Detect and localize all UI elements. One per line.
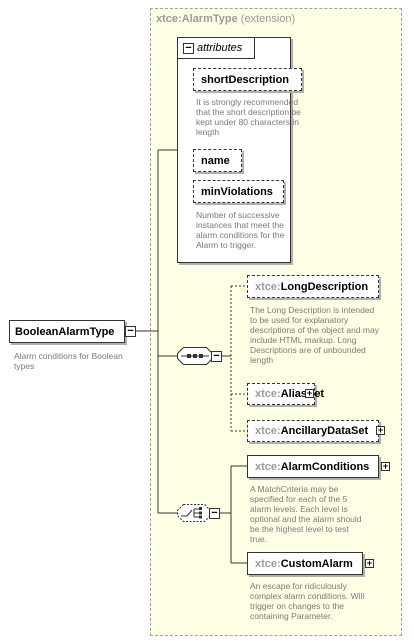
boolean-alarm-type-description: Alarm conditions for Boolean types <box>14 351 123 371</box>
ancillary-data-set-name: AncillaryDataSet <box>280 425 369 437</box>
alarm-type-note: (extension) <box>240 13 296 25</box>
long-description-namespace: xtce: <box>255 280 281 293</box>
ancillary-data-set-expand-icon[interactable]: + <box>376 425 385 435</box>
ancillary-data-set-element[interactable]: xtce:AncillaryDataSet <box>247 420 379 442</box>
custom-alarm-element[interactable]: xtce:CustomAlarm <box>247 552 363 575</box>
alarm-type-namespace: xtce: <box>156 13 182 25</box>
alarm-type-name: AlarmType <box>181 13 238 25</box>
custom-alarm-name: CustomAlarm <box>280 557 353 570</box>
attribute-short-description-text: It is strongly recommended that the shor… <box>196 97 301 137</box>
alias-set-namespace: xtce: <box>255 388 281 400</box>
boolean-alarm-type-element[interactable]: BooleanAlarmType <box>9 320 125 343</box>
root-collapse-icon[interactable]: − <box>125 326 136 337</box>
alarm-type-title: xtce:AlarmType (extension) <box>156 13 295 25</box>
attributes-header: − attributes <box>177 37 255 59</box>
sequence-compositor-icon[interactable] <box>177 347 213 365</box>
attribute-short-description[interactable]: shortDescription <box>193 68 302 91</box>
long-description-name: LongDescription <box>280 280 369 293</box>
alarm-conditions-name: AlarmConditions <box>280 460 370 473</box>
choice-collapse-icon[interactable]: − <box>209 508 220 519</box>
ancillary-data-set-namespace: xtce: <box>255 425 281 437</box>
alias-set-element[interactable]: xtce:AliasSet <box>247 383 324 405</box>
attribute-name-name: name <box>201 154 230 167</box>
attribute-name[interactable]: name <box>193 149 242 172</box>
alarm-conditions-namespace: xtce: <box>255 460 281 473</box>
custom-alarm-namespace: xtce: <box>255 557 281 570</box>
attributes-collapse-icon[interactable]: − <box>183 42 194 54</box>
boolean-alarm-type-name: BooleanAlarmType <box>15 325 115 338</box>
attribute-min-violations[interactable]: minViolations <box>193 180 284 203</box>
choice-compositor-icon[interactable] <box>177 504 211 522</box>
alias-set-expand-icon[interactable]: + <box>305 388 314 398</box>
long-description-element[interactable]: xtce:LongDescription <box>247 275 379 298</box>
sequence-collapse-icon[interactable]: − <box>211 351 222 362</box>
alias-set-name: AliasSet <box>280 388 325 400</box>
attributes-label: attributes <box>197 42 243 54</box>
custom-alarm-expand-icon[interactable]: + <box>365 558 374 568</box>
alarm-conditions-element[interactable]: xtce:AlarmConditions <box>247 455 379 478</box>
attribute-min-violations-text: Number of successive instances that meet… <box>196 210 285 250</box>
alarm-conditions-expand-icon[interactable]: + <box>381 461 390 471</box>
long-description-text: The Long Description is intended to be u… <box>250 305 379 365</box>
attribute-min-violations-name: minViolations <box>201 185 273 198</box>
alarm-conditions-text: A MatchCriteria may be specified for eac… <box>250 484 362 544</box>
custom-alarm-text: An escape for ridiculously complex alarm… <box>250 581 365 621</box>
attribute-short-description-name: shortDescription <box>201 73 290 86</box>
